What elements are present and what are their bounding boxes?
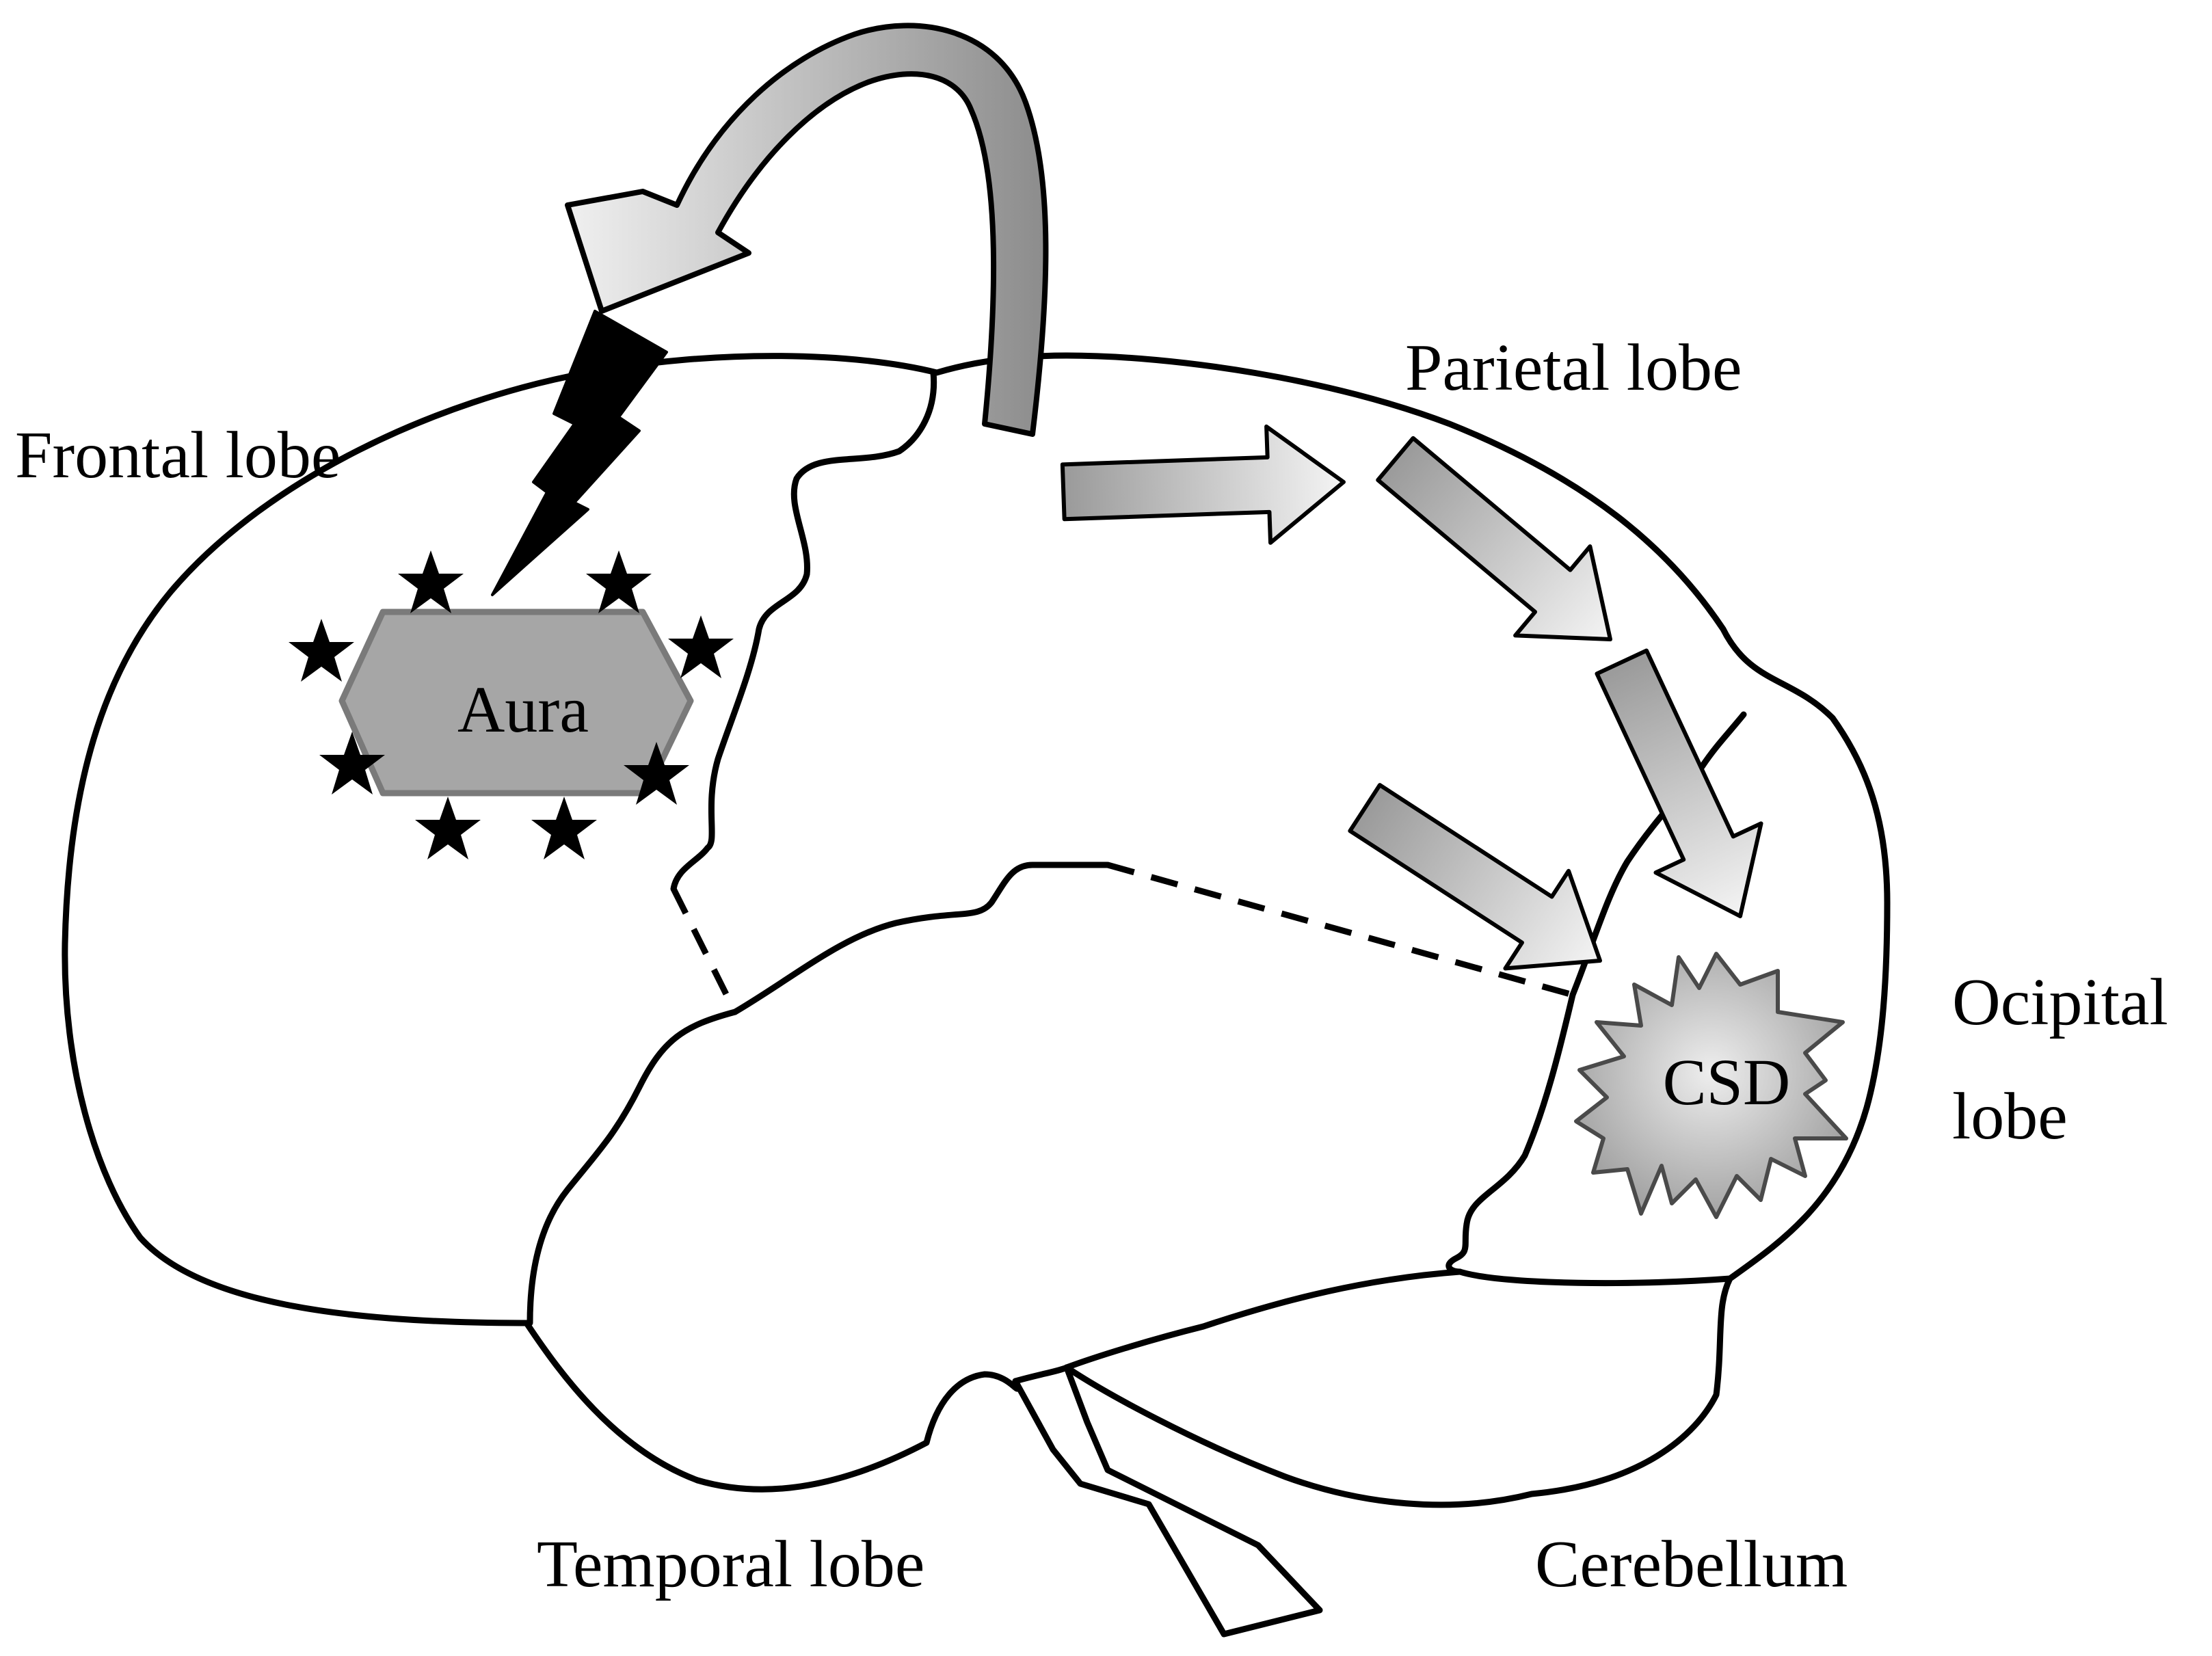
cerebellum-boundary bbox=[1063, 1268, 1463, 1371]
spreading-arrow-2 bbox=[1376, 436, 1612, 641]
brainstem bbox=[1012, 1364, 1323, 1638]
star-icon bbox=[289, 619, 354, 682]
spreading-arrow-4 bbox=[1348, 783, 1602, 971]
spreading-arrow-1 bbox=[1060, 424, 1346, 545]
temporal-lobe-outline bbox=[732, 862, 1111, 1015]
occipital-lobe-label-line1: Ocipital bbox=[1952, 965, 2168, 1039]
cerebrum-outline bbox=[62, 352, 1891, 1508]
csd-label: CSD bbox=[1663, 1045, 1791, 1119]
aura-label: Aura bbox=[457, 673, 589, 746]
occipital-lobe-label-line2: lobe bbox=[1952, 1080, 2068, 1153]
temporal-lobe-label: Temporal lobe bbox=[537, 1527, 924, 1601]
central-sulcus bbox=[670, 369, 937, 892]
starburst-icon bbox=[1574, 952, 1848, 1219]
lateral-sulcus-dashed bbox=[1106, 862, 1574, 998]
parietal-lobe-label: Parietal lobe bbox=[1405, 331, 1742, 405]
curved-return-arrow bbox=[565, 23, 1049, 437]
lightning-bolt-icon bbox=[491, 310, 668, 596]
parieto-occipital-line bbox=[1569, 711, 1747, 998]
star-icon bbox=[415, 797, 481, 859]
csd-region: CSD bbox=[1574, 952, 1848, 1219]
aura-region: Aura bbox=[338, 609, 694, 797]
central-sulcus-dashed bbox=[670, 887, 738, 1014]
frontal-lobe-label: Frontal lobe bbox=[15, 418, 341, 492]
star-icon bbox=[668, 615, 734, 678]
spreading-arrows bbox=[1060, 424, 1763, 971]
star-icon bbox=[398, 550, 464, 613]
occipital-lower-line bbox=[1445, 991, 1733, 1287]
star-icon bbox=[531, 797, 597, 859]
star-icon bbox=[586, 550, 652, 613]
cerebellum-label: Cerebellum bbox=[1535, 1527, 1848, 1601]
temporal-lobe-lower-outline bbox=[527, 1009, 738, 1326]
spreading-arrow-3 bbox=[1595, 648, 1763, 918]
